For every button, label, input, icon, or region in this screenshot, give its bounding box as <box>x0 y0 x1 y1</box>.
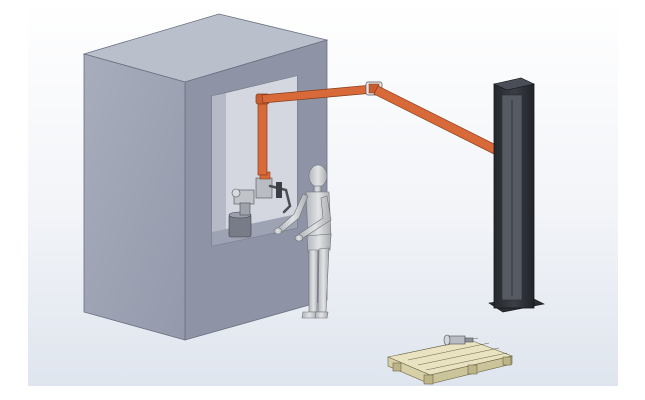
machine-enclosure <box>82 13 329 341</box>
enclosure-interior-floor <box>212 214 297 246</box>
enclosure-front-face <box>83 53 186 341</box>
human-arm-right <box>298 195 332 239</box>
human-operator <box>273 164 332 319</box>
human-hand-right <box>294 234 304 242</box>
human-head <box>308 164 328 188</box>
tool-head <box>255 177 273 199</box>
pallet-block-1 <box>392 362 402 372</box>
pallet-block-3 <box>467 364 478 375</box>
human-pelvis <box>306 233 332 253</box>
pallet-board-line-2 <box>407 342 490 361</box>
pallet-part-end <box>443 334 451 346</box>
pallet-board-line-4 <box>425 352 508 371</box>
human-foot-right <box>314 311 329 319</box>
enclosure-interior-side <box>212 93 226 246</box>
human-neck <box>313 185 322 193</box>
pallet-block-2 <box>423 374 434 385</box>
column-top <box>493 77 535 91</box>
human-hand-left <box>273 227 283 235</box>
vertical-column <box>488 77 545 313</box>
tool-grip <box>276 182 282 198</box>
arm-vertical-drop <box>257 98 268 176</box>
wooden-pallet <box>387 337 514 385</box>
pallet-part-shaft <box>464 337 474 343</box>
gripper-knob <box>231 188 241 198</box>
gripper-jaw <box>239 202 251 216</box>
pallet-board-line-3 <box>417 347 500 366</box>
human-foot-left <box>301 311 318 319</box>
pallet-block-4 <box>502 356 512 366</box>
human-leg-left <box>308 249 319 313</box>
pallet-part <box>443 334 474 346</box>
